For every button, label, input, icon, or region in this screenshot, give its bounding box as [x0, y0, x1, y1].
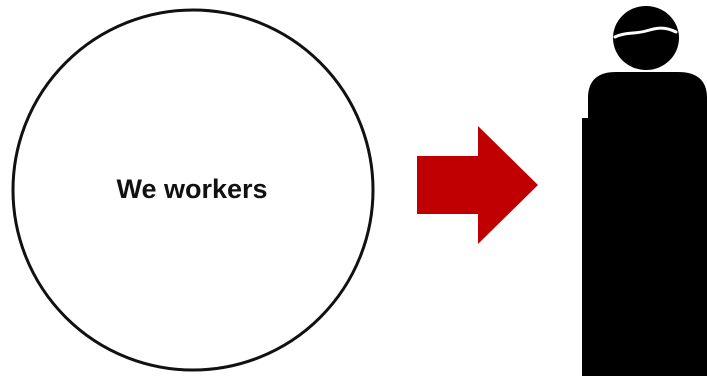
- person-head: [613, 6, 679, 70]
- hair-line: [613, 26, 678, 39]
- head-shape: [613, 6, 679, 70]
- podium: [582, 118, 707, 376]
- person-at-podium-icon: [582, 6, 707, 376]
- person-shoulders: [588, 72, 707, 118]
- workers-group: We workers: [11, 8, 375, 372]
- workers-circle: [11, 8, 375, 372]
- right-arrow-icon: [417, 126, 538, 244]
- workers-label: We workers: [116, 174, 267, 204]
